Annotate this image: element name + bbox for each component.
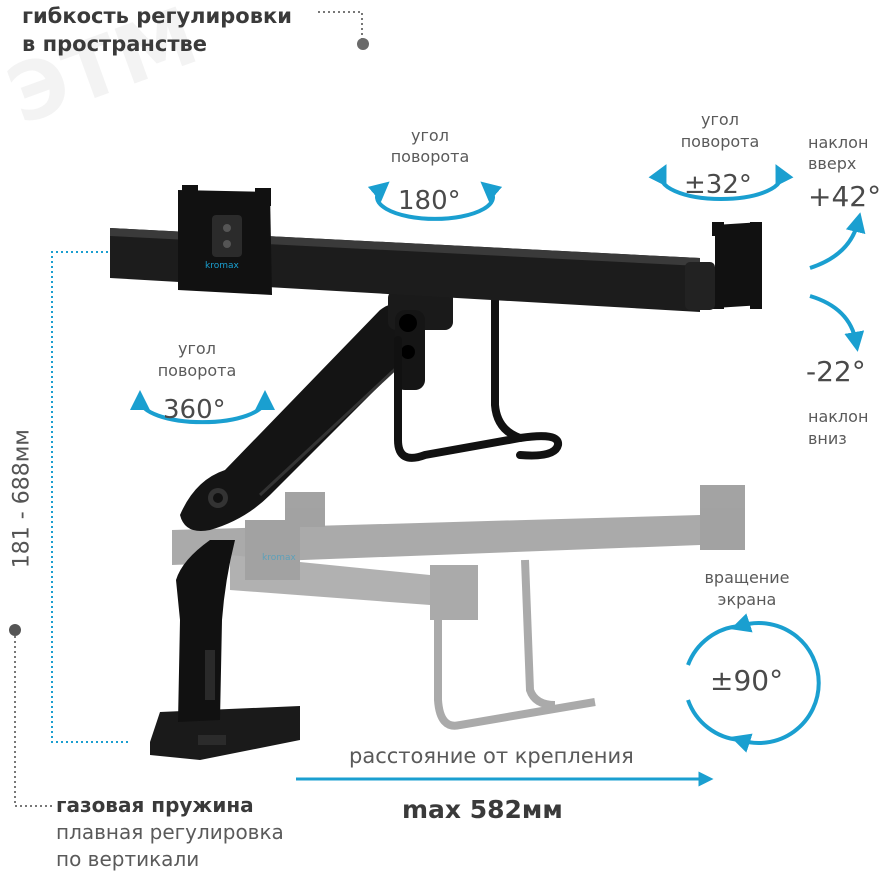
distance-value: max 582мм bbox=[402, 795, 563, 824]
gas-spring-line1: плавная регулировка bbox=[56, 820, 284, 844]
screen-rotation-value: ±90° bbox=[710, 664, 784, 697]
rotation-180-arc bbox=[367, 181, 503, 221]
tilt-down-value: -22° bbox=[806, 355, 866, 388]
tilt-up-label-1: наклон bbox=[808, 133, 869, 152]
tilt-down-arrow bbox=[809, 294, 865, 352]
rotation-360-label-1: угол bbox=[178, 339, 216, 358]
rotation-180-label-1: угол bbox=[411, 126, 449, 145]
height-bracket bbox=[51, 251, 128, 743]
rotation-180-label-2: поворота bbox=[390, 147, 470, 166]
arm-joint bbox=[388, 290, 453, 390]
vesa-plate-right bbox=[685, 222, 762, 310]
distance-label: расстояние от крепления bbox=[349, 744, 634, 768]
rotation-360-arc bbox=[130, 390, 275, 425]
height-range: 181 - 688мм bbox=[9, 429, 35, 569]
support-pole bbox=[176, 540, 235, 722]
tilt-down-label-2: вниз bbox=[808, 429, 847, 448]
gas-spring-connector bbox=[9, 624, 52, 807]
gas-spring-arm bbox=[180, 302, 424, 531]
gas-spring-line2: по вертикали bbox=[56, 847, 200, 871]
tilt-down-label-1: наклон bbox=[808, 407, 869, 426]
logo-ghost: kromax bbox=[262, 553, 297, 563]
ghost-arm-lower-position bbox=[172, 485, 745, 730]
rotation-180-value: 180° bbox=[398, 186, 461, 216]
gas-spring-title: газовая пружина bbox=[56, 793, 254, 817]
rotation-32-label-2: поворота bbox=[680, 132, 760, 151]
tilt-up-value: +42° bbox=[808, 180, 882, 213]
screen-rotation-circle bbox=[686, 613, 821, 753]
header-line1: гибкость регулировки bbox=[22, 4, 292, 28]
desk-base bbox=[150, 706, 300, 760]
rotation-360-value: 360° bbox=[163, 395, 226, 425]
rotation-32-value: ±32° bbox=[684, 170, 752, 200]
header-dotted-connector bbox=[318, 11, 369, 50]
header-line2: в пространстве bbox=[22, 32, 208, 56]
screen-rotation-label-1: вращение bbox=[704, 568, 790, 587]
logo-left: kromax bbox=[205, 261, 240, 271]
rotation-32-label-1: угол bbox=[701, 110, 739, 129]
tilt-up-arrow bbox=[809, 212, 866, 270]
rotation-360-label-2: поворота bbox=[157, 361, 237, 380]
handle bbox=[394, 296, 562, 462]
tilt-up-label-2: вверх bbox=[808, 154, 857, 173]
rotation-32-arc bbox=[648, 164, 794, 201]
vesa-plate-left bbox=[178, 185, 272, 295]
screen-rotation-label-2: экрана bbox=[717, 590, 777, 609]
